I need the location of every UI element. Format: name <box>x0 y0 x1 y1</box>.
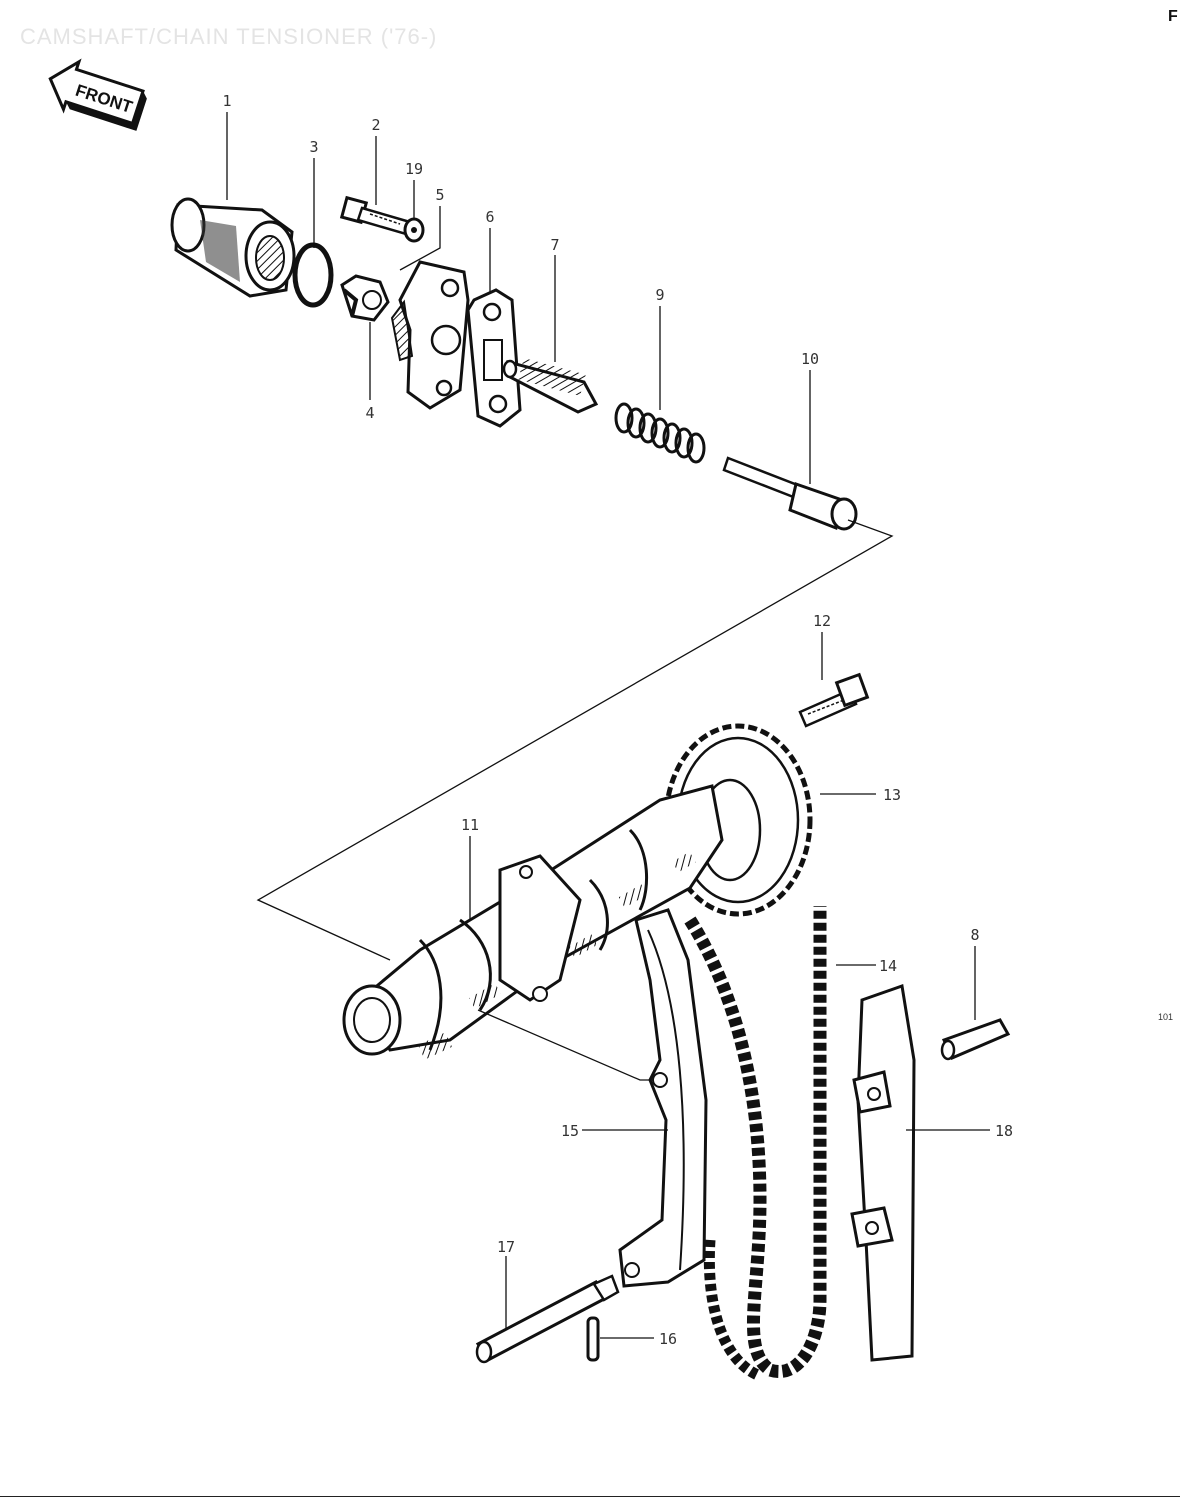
part-15-chain-guide <box>618 908 708 1288</box>
callout-9: 9 <box>655 286 665 304</box>
diagram-title: CAMSHAFT/CHAIN TENSIONER ('76-) <box>20 24 438 49</box>
callout-11: 11 <box>460 816 480 834</box>
part-11-camshaft <box>342 784 724 1060</box>
callout-15: 15 <box>560 1122 580 1140</box>
part-14-cam-chain <box>684 906 827 1382</box>
callout-18: 18 <box>994 1122 1014 1140</box>
callout-17: 17 <box>496 1238 516 1256</box>
part-8-pin <box>940 1018 1011 1061</box>
part-10-bolt <box>722 456 858 531</box>
page-corner-mark: F <box>1168 8 1178 25</box>
leader-lines <box>226 112 990 1339</box>
callout-16: 16 <box>658 1330 678 1348</box>
front-arrow-icon: FRONT <box>48 58 147 131</box>
reference-bracket-line <box>256 519 894 961</box>
callout-13: 13 <box>882 786 902 804</box>
callout-7: 7 <box>550 236 560 254</box>
bottom-border-line <box>0 1496 1180 1497</box>
callout-5: 5 <box>435 186 445 204</box>
part-5-tensioner-body <box>390 260 470 410</box>
part-17-shaft <box>475 1274 620 1364</box>
part-1-cap <box>170 197 296 298</box>
part-3-o-ring <box>292 242 334 308</box>
callout-3: 3 <box>309 138 319 156</box>
part-2-bolt <box>339 195 412 236</box>
part-9-spring <box>614 402 706 464</box>
callout-2: 2 <box>371 116 381 134</box>
callout-1: 1 <box>222 92 232 110</box>
part-6-gasket <box>466 288 522 428</box>
callout-8: 8 <box>970 926 980 944</box>
callout-4: 4 <box>365 404 375 422</box>
callout-6: 6 <box>485 208 495 226</box>
callout-19: 19 <box>404 160 424 178</box>
part-7-push-rod <box>502 358 599 414</box>
part-18-chain-guide <box>850 983 916 1362</box>
callout-10: 10 <box>800 350 820 368</box>
callout-14: 14 <box>878 957 898 975</box>
callout-12: 12 <box>812 612 832 630</box>
side-code: 101 <box>1158 1012 1174 1022</box>
part-12-bolt <box>798 672 870 728</box>
part-4-nut <box>340 274 390 322</box>
part-19-washer <box>403 217 425 243</box>
part-16-pin <box>586 1316 600 1362</box>
